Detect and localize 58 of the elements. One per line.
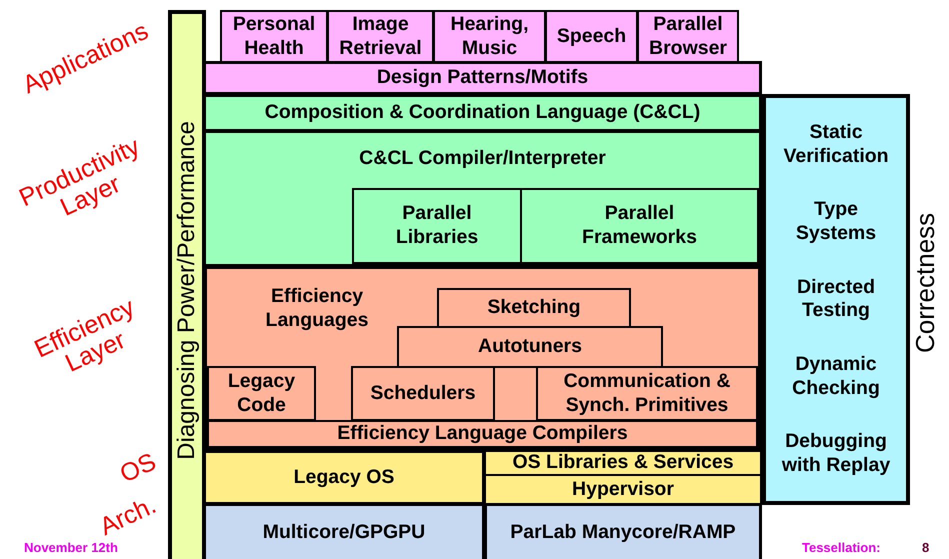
page-number: 8	[922, 540, 930, 555]
box-label: Type Systems	[794, 198, 878, 246]
layer-box	[203, 450, 485, 505]
box-label: Hearing, Music	[449, 12, 530, 60]
layer-label: Arch.	[94, 490, 162, 542]
layer-box	[352, 188, 522, 264]
box-label: Design Patterns/Motifs	[376, 66, 590, 90]
axis-label: Diagnosing Power/Performance	[173, 120, 201, 460]
box-label: Parallel Browser	[648, 12, 728, 60]
layer-box	[351, 366, 495, 421]
layer-box	[437, 288, 631, 328]
box-label: Speech	[556, 24, 628, 48]
layer-box	[545, 10, 638, 63]
layer-box	[203, 61, 762, 95]
box-label: OS Libraries & Services	[511, 451, 735, 475]
layer-label: OS	[114, 446, 162, 490]
box-label: Image Retrieval	[338, 12, 423, 60]
box-label: Sketching	[486, 296, 582, 320]
box-label: ParLab Manycore/RAMP	[509, 521, 737, 545]
box-label: Legacy OS	[292, 466, 396, 490]
layer-box	[536, 366, 758, 421]
layer-box	[397, 326, 663, 368]
footer-title: Tessellation:	[802, 540, 881, 555]
layer-box	[207, 420, 758, 448]
layer-box	[433, 10, 546, 63]
box-label: Efficiency Languages	[264, 285, 370, 333]
box-label: Autotuners	[477, 335, 583, 359]
box-label: Dynamic Checking	[791, 353, 881, 401]
layer-box	[327, 10, 434, 63]
layer-panel	[203, 130, 762, 267]
box-label: Composition & Coordination Language (C&CL)	[264, 101, 702, 125]
layer-panel	[203, 265, 762, 452]
box-label: Communication & Synch. Primitives	[562, 370, 732, 418]
box-label: Multicore/GPGPU	[262, 521, 426, 545]
box-label: Parallel Libraries	[394, 202, 480, 250]
box-label: Parallel Frameworks	[581, 202, 698, 250]
layer-box	[637, 10, 739, 63]
layer-box	[762, 94, 910, 505]
box-label: Debugging with Replay	[780, 430, 892, 478]
layer-box	[203, 503, 485, 559]
box-label: Directed Testing	[796, 276, 876, 324]
layer-box	[168, 10, 206, 559]
layer-box	[207, 366, 316, 421]
layer-box	[484, 503, 762, 559]
box-label: Personal Health	[232, 12, 316, 60]
box-label: Static Verification	[782, 120, 890, 168]
box-label: Legacy Code	[226, 370, 296, 418]
box-label: Schedulers	[369, 382, 477, 406]
layer-box	[203, 94, 762, 132]
date-footer: November 12th	[24, 540, 118, 555]
box-label: Hypervisor	[571, 478, 675, 502]
box-label: C&CL Compiler/Interpreter	[358, 147, 607, 171]
layer-box	[484, 450, 762, 476]
layer-box	[520, 188, 759, 264]
axis-label: Correctness	[910, 211, 941, 355]
box-label: Efficiency Language Compilers	[336, 422, 629, 446]
layer-box	[220, 10, 328, 63]
layer-box	[484, 474, 762, 505]
